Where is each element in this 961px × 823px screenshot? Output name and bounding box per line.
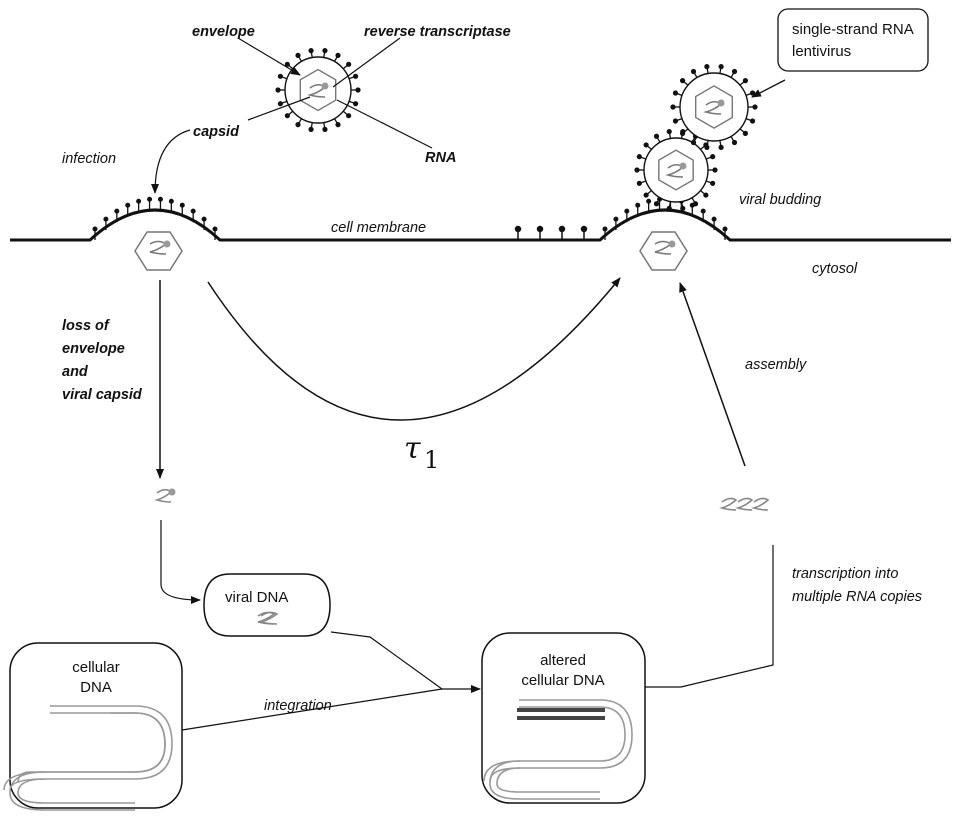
integration-arrows: [181, 631, 481, 731]
lentivirus-pointer-arrow: [751, 79, 786, 98]
infection-arrow: [151, 129, 191, 194]
label-transcription-1: transcription into: [792, 566, 898, 582]
label-transcription-2: multiple RNA copies: [792, 589, 922, 605]
label-tau: τ: [404, 431, 421, 466]
label-rna: RNA: [425, 150, 456, 166]
assembly-arrow: [679, 282, 746, 467]
capsid-at-budding-site: [639, 231, 688, 271]
virion-budding-upper: [670, 64, 758, 150]
label-viral-capsid: viral capsid: [62, 387, 143, 403]
cellular-dna-label-1: cellular: [72, 659, 120, 676]
infection-envelope-spikes: [92, 196, 218, 240]
label-reverse-transcriptase: reverse transcriptase: [364, 24, 511, 40]
label-tau-subscript: 1: [424, 446, 439, 474]
uncoated-rna: [154, 488, 176, 503]
label-cytosol: cytosol: [812, 261, 858, 277]
label-cell-membrane: cell membrane: [331, 220, 426, 236]
label-infection: infection: [62, 151, 116, 167]
label-loss-of: loss of: [62, 318, 111, 334]
cellular-dna-label-2: DNA: [80, 679, 112, 696]
capsid-at-infection-site: [134, 231, 183, 271]
label-assembly: assembly: [745, 357, 807, 373]
transcription-path: [645, 545, 774, 688]
label-envelope: envelope: [192, 24, 255, 40]
membrane-proteins: [514, 225, 588, 240]
reverse-transcription-arrow: [160, 520, 201, 604]
altered-dna-label-2: cellular DNA: [521, 672, 604, 689]
viral-dna-label: viral DNA: [225, 589, 288, 606]
tau1-time-curve: [207, 277, 621, 421]
lentivirus-box: [777, 8, 929, 72]
label-envelope-2: envelope: [62, 341, 125, 357]
label-viral-budding: viral budding: [739, 192, 821, 208]
viral-dna-box: [203, 573, 331, 637]
cell-membrane-line: [10, 208, 951, 242]
lentivirus-box-line1: single-strand RNA: [792, 21, 914, 38]
label-capsid: capsid: [193, 124, 240, 140]
lentivirus-box-line2: lentivirus: [792, 43, 851, 60]
virion-top: [275, 48, 361, 132]
virion-label-pointers: [237, 37, 433, 149]
rna-copies: [719, 497, 770, 511]
altered-dna-strand: [483, 699, 633, 800]
virion-budding-lower: [634, 128, 718, 212]
altered-dna-label-1: altered: [540, 652, 586, 669]
label-integration: integration: [264, 698, 332, 714]
label-and: and: [62, 364, 89, 380]
cellular-dna-strand: [3, 705, 173, 811]
